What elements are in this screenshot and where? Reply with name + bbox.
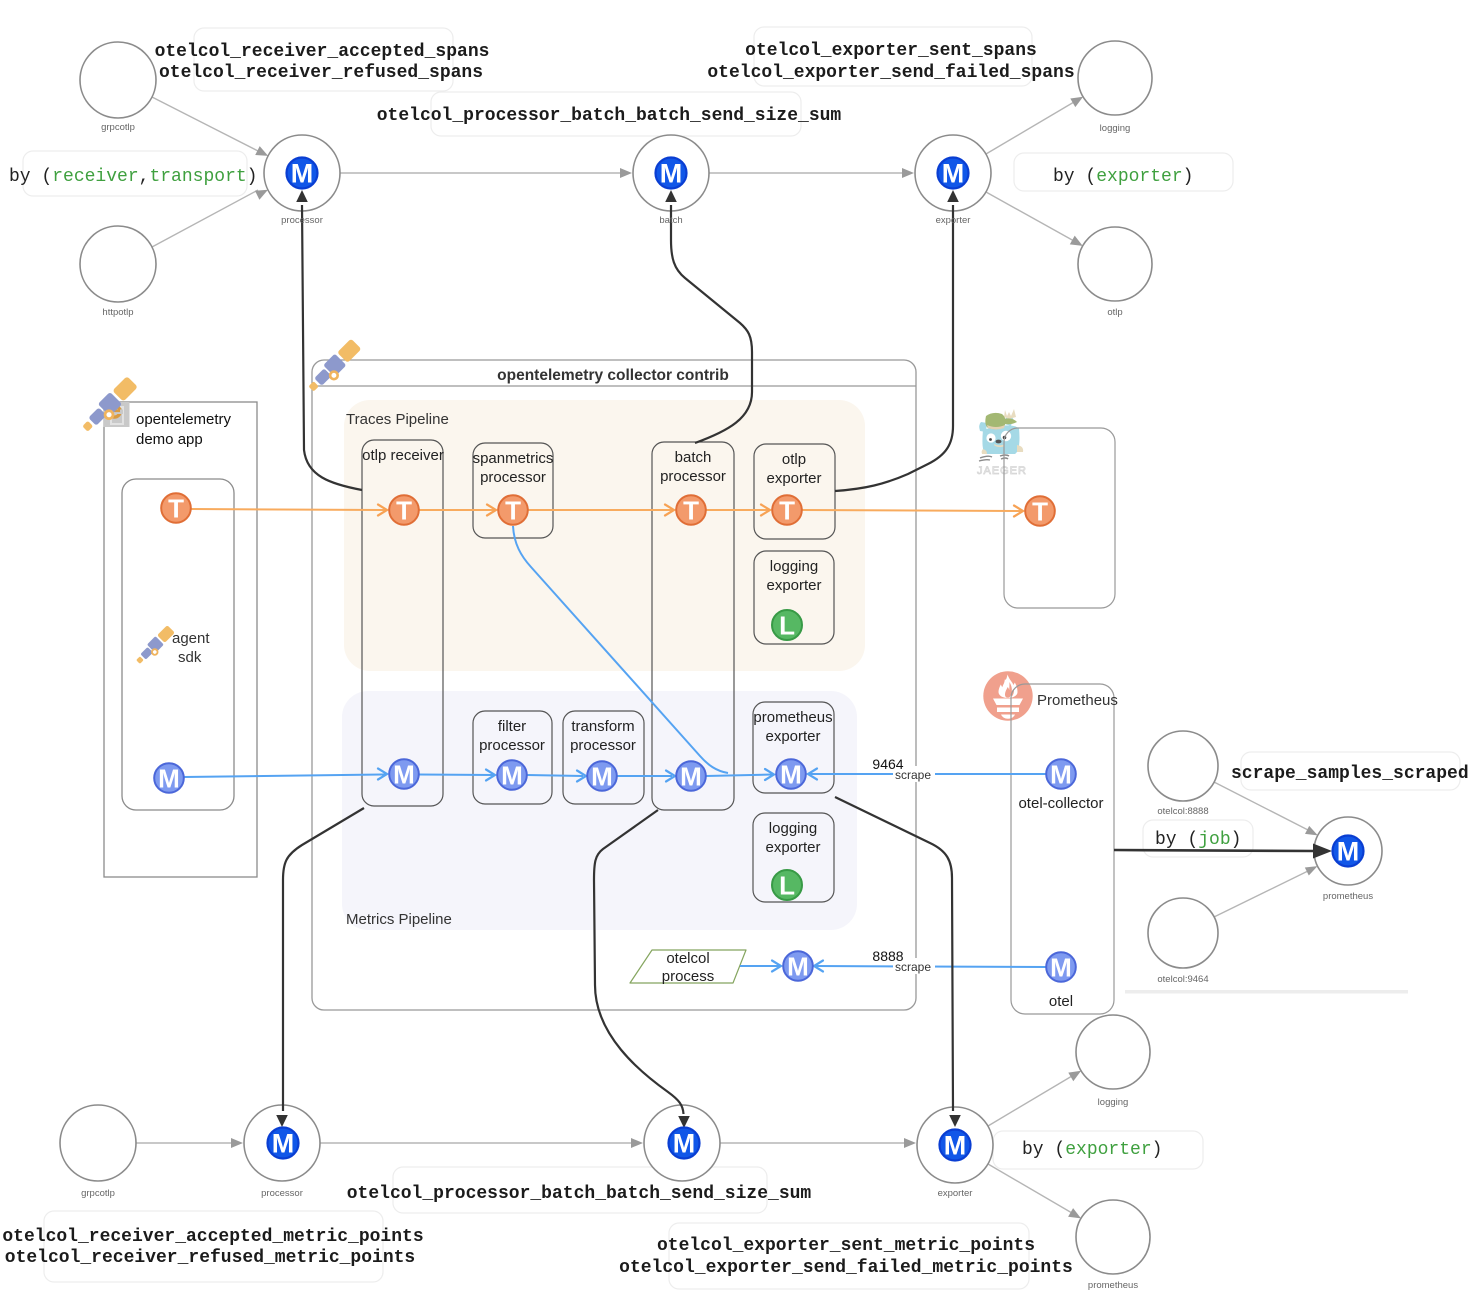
svg-text:logging: logging: [1100, 123, 1131, 134]
svg-text:spanmetrics: spanmetrics: [473, 450, 554, 467]
svg-text:filter: filter: [498, 718, 526, 735]
svg-text:processor: processor: [479, 737, 545, 754]
svg-text:by (exporter): by (exporter): [1022, 1140, 1162, 1160]
svg-text:otelcol_exporter_send_failed_s: otelcol_exporter_send_failed_spans: [707, 63, 1074, 83]
svg-text:otel-collector: otel-collector: [1018, 795, 1103, 812]
svg-text:9464: 9464: [872, 756, 903, 772]
svg-text:demo app: demo app: [136, 431, 203, 448]
svg-text:batch: batch: [675, 449, 712, 466]
svg-text:logging: logging: [770, 558, 818, 575]
svg-text:scrape: scrape: [895, 768, 931, 782]
svg-text:otelcol_exporter_send_failed_m: otelcol_exporter_send_failed_metric_poin…: [619, 1258, 1073, 1278]
svg-text:otel: otel: [1049, 993, 1073, 1010]
svg-text:otelcol:8888: otelcol:8888: [1157, 806, 1208, 817]
svg-text:processor: processor: [261, 1188, 303, 1199]
svg-text:exporter: exporter: [765, 728, 820, 745]
svg-text:agent: agent: [172, 630, 210, 647]
svg-text:otelcol_exporter_sent_spans: otelcol_exporter_sent_spans: [745, 41, 1037, 61]
svg-text:exporter: exporter: [766, 577, 821, 594]
svg-text:8888: 8888: [872, 948, 903, 964]
svg-text:JAEGER: JAEGER: [977, 465, 1027, 477]
svg-text:grpcotlp: grpcotlp: [101, 122, 135, 133]
svg-text:processor: processor: [660, 468, 726, 485]
svg-text:prometheus: prometheus: [1323, 891, 1373, 902]
svg-text:otelcol_exporter_sent_metric_p: otelcol_exporter_sent_metric_points: [657, 1236, 1035, 1256]
svg-text:batch: batch: [659, 215, 682, 226]
svg-text:Prometheus: Prometheus: [1037, 692, 1118, 709]
svg-text:prometheus: prometheus: [1088, 1280, 1138, 1291]
svg-text:process: process: [662, 968, 715, 985]
svg-text:prometheus: prometheus: [753, 709, 832, 726]
svg-text:exporter: exporter: [936, 215, 971, 226]
svg-text:otlp receiver: otlp receiver: [362, 447, 444, 464]
svg-text:otelcol_processor_batch_batch_: otelcol_processor_batch_batch_send_size_…: [377, 106, 842, 126]
svg-text:processor: processor: [281, 215, 323, 226]
svg-text:grpcotlp: grpcotlp: [81, 1188, 115, 1199]
svg-text:otlp: otlp: [1107, 307, 1122, 318]
svg-text:opentelemetry collector contri: opentelemetry collector contrib: [497, 367, 729, 384]
svg-text:exporter: exporter: [765, 839, 820, 856]
svg-text:httpotlp: httpotlp: [102, 307, 133, 318]
svg-text:exporter: exporter: [766, 470, 821, 487]
svg-text:logging: logging: [1098, 1097, 1129, 1108]
svg-text:otlp: otlp: [782, 451, 806, 468]
svg-text:Metrics Pipeline: Metrics Pipeline: [346, 911, 452, 928]
svg-text:Traces Pipeline: Traces Pipeline: [346, 411, 449, 428]
svg-text:processor: processor: [570, 737, 636, 754]
svg-text:otelcol_receiver_refused_metri: otelcol_receiver_refused_metric_points: [5, 1248, 415, 1268]
svg-text:opentelemetry: opentelemetry: [136, 411, 232, 428]
svg-text:otelcol_processor_batch_batch_: otelcol_processor_batch_batch_send_size_…: [347, 1184, 812, 1204]
svg-text:by (exporter): by (exporter): [1053, 167, 1193, 187]
svg-text:logging: logging: [769, 820, 817, 837]
svg-text:otelcol_receiver_accepted_span: otelcol_receiver_accepted_spans: [155, 42, 490, 62]
svg-text:exporter: exporter: [938, 1188, 973, 1199]
svg-text:otelcol_receiver_refused_spans: otelcol_receiver_refused_spans: [159, 63, 483, 83]
svg-text:scrape_samples_scraped: scrape_samples_scraped: [1231, 764, 1469, 784]
svg-text:sdk: sdk: [178, 649, 202, 666]
svg-text:otelcol_receiver_accepted_metr: otelcol_receiver_accepted_metric_points: [2, 1227, 423, 1247]
svg-text:by (receiver,transport): by (receiver,transport): [9, 167, 257, 187]
svg-text:processor: processor: [480, 469, 546, 486]
svg-text:scrape: scrape: [895, 960, 931, 974]
svg-text:otelcol:9464: otelcol:9464: [1157, 974, 1208, 985]
svg-text:by (job): by (job): [1155, 830, 1241, 850]
svg-text:otelcol: otelcol: [666, 950, 709, 967]
svg-text:transform: transform: [571, 718, 634, 735]
